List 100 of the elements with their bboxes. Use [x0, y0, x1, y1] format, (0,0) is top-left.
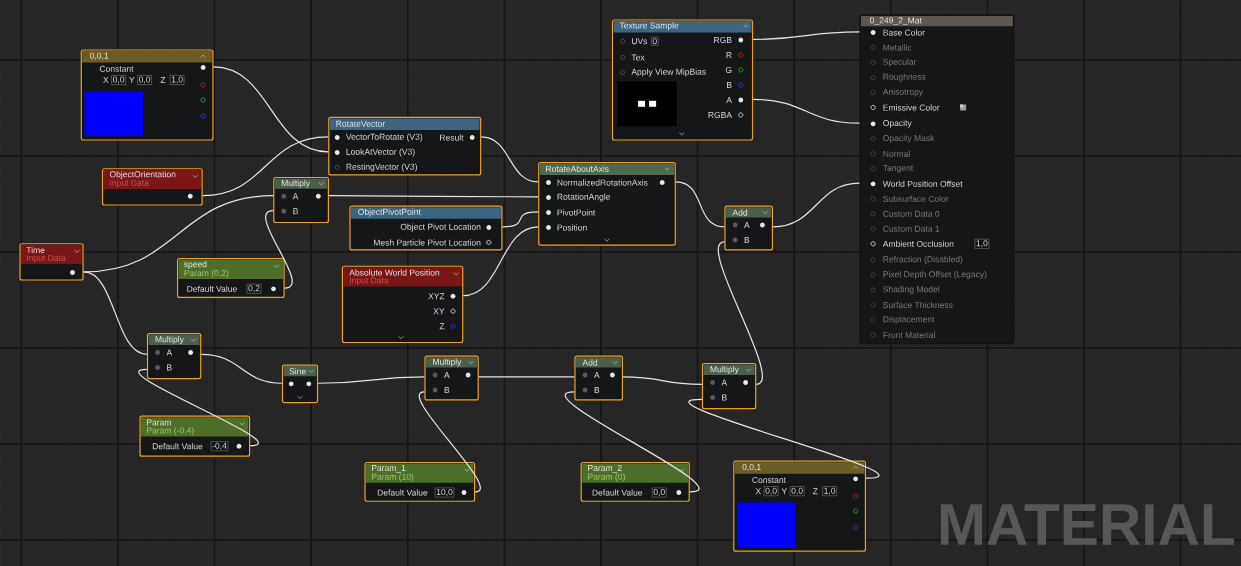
node-title: Param [146, 419, 171, 426]
wire [752, 31, 861, 40]
pin-label: Pixel Depth Offset (Legacy) [883, 271, 987, 279]
pin-label: A [726, 97, 732, 103]
node-title: Param_1 [371, 465, 406, 473]
pin-label: Normal [883, 150, 910, 157]
wire [675, 181, 725, 228]
value-field: 0,0 [763, 486, 779, 497]
node-title: Sine [289, 368, 306, 375]
pin-label: Mesh Particle Pivot Location [373, 239, 481, 246]
pin-label: Subsurface Color [883, 195, 949, 202]
section-label: MATERIAL [940, 504, 1234, 545]
wire [478, 376, 575, 378]
pin-label: Surface Thickness [883, 301, 953, 309]
value-field: 10,0 [434, 487, 455, 498]
value-field: 0 [651, 36, 659, 46]
node-title: speed [184, 261, 207, 269]
wire [265, 210, 293, 289]
pin-label: A [721, 379, 728, 386]
node-title: Add [732, 209, 748, 216]
pin-label: B [744, 237, 750, 243]
node-subtitle: Input Data [350, 277, 389, 285]
node-title: Param_2 [588, 464, 622, 473]
pin-label: A [594, 372, 600, 378]
wire [480, 136, 539, 183]
node-subtitle: Input Data [110, 179, 149, 188]
pin-label: Position [557, 224, 587, 231]
wire [212, 66, 329, 153]
pin-label: X [755, 488, 761, 495]
pin-label: Opacity Mask [883, 134, 935, 143]
value-field: 0,0 [651, 487, 667, 498]
node-title: Multiply [281, 179, 311, 188]
pin-label: Custom Data 0 [883, 210, 940, 217]
wire [138, 368, 259, 447]
value-field: 1,0 [169, 75, 185, 85]
pin-label: Y [781, 488, 787, 495]
pin-label: A [744, 222, 750, 228]
node-title: 0_249_2_Mat [870, 17, 922, 25]
pin-label: Tex [631, 54, 645, 61]
wire [200, 353, 283, 384]
wire [83, 271, 148, 355]
pin-label: Emissive Color [883, 104, 940, 111]
wire [752, 98, 861, 124]
pin-label: Metallic [883, 44, 912, 51]
pin-label: LookAtVector (V3) [346, 148, 415, 157]
pin-label: B [594, 387, 600, 393]
pin-label: Custom Data 1 [883, 225, 940, 232]
wire [772, 182, 861, 228]
pin-label: World Position Offset [882, 180, 963, 187]
value-field: 0,2 [246, 283, 262, 294]
wire [462, 226, 539, 297]
pin-label: Z [439, 323, 445, 330]
wire [501, 211, 539, 228]
pin-label: X [103, 77, 109, 83]
pin-label: Default Value [377, 489, 428, 496]
pin-label: R [726, 52, 732, 58]
node-title: ObjectOrientation [109, 171, 176, 179]
wire [317, 376, 426, 384]
node-title: Add [582, 359, 598, 366]
node-subtitle: Param (0,2) [184, 269, 229, 278]
pin-label: Default Value [152, 443, 203, 450]
pin-label: Roughness [883, 73, 926, 82]
pin-label: Default Value [187, 285, 237, 292]
pin-label: Constant [99, 65, 134, 72]
pin-label: G [725, 66, 732, 73]
pin-label: Shading Model [883, 286, 940, 294]
node-subtitle: Param (10) [371, 473, 414, 482]
pin-label: RestingVector (V3) [346, 163, 417, 172]
pin-label: RotationAngle [557, 193, 611, 202]
node-title: 0,0,1 [90, 52, 109, 60]
node-title: RotateVector [336, 120, 385, 127]
pin-label: Z [160, 77, 166, 83]
pin-label: Front Material [883, 331, 935, 339]
pin-label: Tangent [882, 164, 914, 173]
value-field: 1,0 [974, 238, 990, 249]
pin-label: B [722, 394, 727, 401]
wire [717, 241, 763, 385]
pin-label: Displacement [883, 316, 935, 324]
wire [689, 398, 879, 479]
pin-label: A [166, 349, 173, 356]
pin-label: XY [433, 308, 445, 315]
wire [328, 195, 539, 198]
node-subtitle: Input Data [27, 254, 66, 263]
pin-label: UVs [632, 38, 648, 45]
node-subtitle: Param (0) [588, 473, 625, 482]
node-title: Multiply [155, 336, 184, 344]
pin-label: Base Color [883, 29, 925, 36]
pin-label: A [292, 193, 299, 200]
node-title: Time [26, 246, 45, 254]
pin-label: XYZ [428, 293, 445, 300]
node-title: Multiply [710, 366, 739, 374]
pin-label: Constant [752, 476, 786, 483]
pin-label: B [293, 208, 298, 215]
pin-label: Refraction (Disabled) [883, 256, 963, 264]
pin-label: PivotPoint [557, 209, 596, 216]
pin-label: Result [440, 134, 464, 141]
wire [565, 391, 699, 493]
pin-label: NormalizedRotationAxis [557, 179, 648, 186]
pin-label: Specular [883, 58, 917, 67]
pin-label: A [444, 372, 450, 378]
